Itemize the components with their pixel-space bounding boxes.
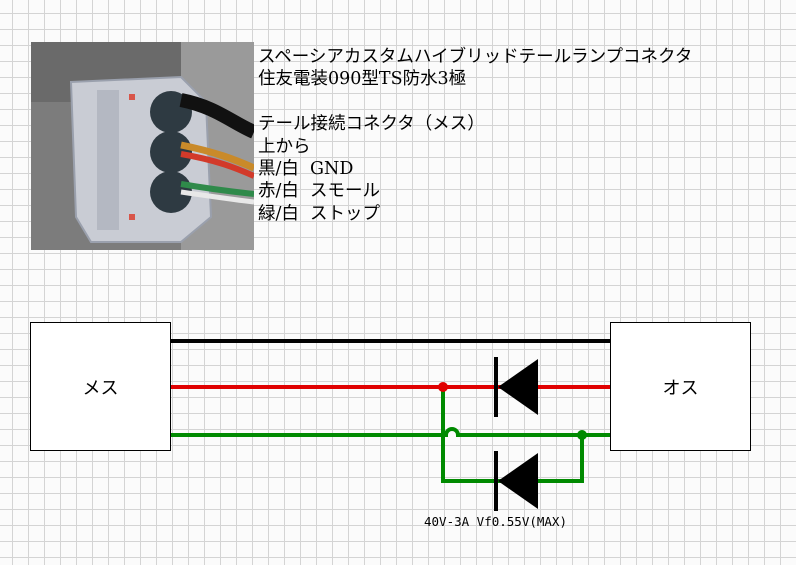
notes-title: スペーシアカスタムハイブリッドテールランプコネクタ	[258, 47, 693, 67]
pin-3-function: ストップ	[310, 203, 381, 224]
pin-2-wire: 赤/白	[258, 181, 299, 202]
connector-photo	[31, 42, 254, 250]
green-junction-dot	[577, 430, 587, 440]
red-junction-dot	[438, 382, 448, 392]
pin-3-wire: 緑/白	[258, 203, 299, 224]
female-connector-box: メス	[30, 322, 171, 451]
pin-2-function: スモール	[310, 181, 381, 202]
female-connector-label: メス	[82, 377, 119, 399]
connector-photo-art	[31, 42, 254, 250]
pin-1-function: GND	[310, 158, 354, 179]
connector-notes: スペーシアカスタムハイブリッドテールランプコネクタ 住友電装090型TS防水3極…	[258, 46, 692, 225]
pin-1-wire: 黒/白	[258, 158, 299, 179]
pin-row-2: 赤/白 スモール	[258, 180, 692, 202]
green-wire	[170, 427, 610, 437]
diode-upper	[494, 357, 538, 417]
male-connector-label: オス	[662, 377, 699, 399]
notes-subtitle: 住友電装090型TS防水3極	[258, 69, 467, 90]
notes-order-note: 上から	[258, 136, 311, 157]
male-connector-box: オス	[610, 322, 751, 451]
notes-connector-heading: テール接続コネクタ（メス）	[258, 114, 485, 135]
diode-lower	[494, 451, 538, 511]
pin-row-3: 緑/白 ストップ	[258, 203, 692, 225]
diode-spec-label: 40V-3A Vf0.55V(MAX)	[424, 514, 567, 529]
pin-row-1: 黒/白 GND	[258, 158, 692, 180]
